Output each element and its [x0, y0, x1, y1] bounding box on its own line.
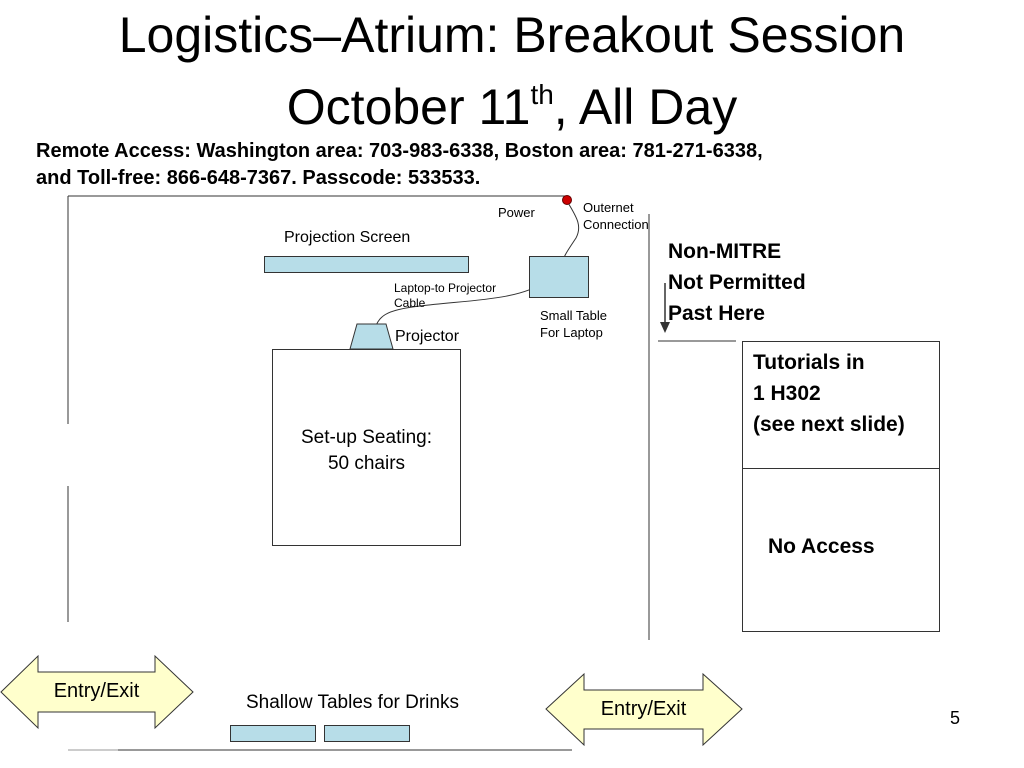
- projector-label: Projector: [395, 328, 460, 345]
- seating-label-line2: 50 chairs: [327, 453, 406, 474]
- tutorials-label: Tutorials in 1 H302 (see next slide): [753, 347, 905, 440]
- tutorials-line1: Tutorials in: [753, 351, 865, 374]
- page-number: 5: [950, 708, 961, 728]
- seating-area: [272, 349, 461, 546]
- cable-label: Laptop-to Projector Cable: [394, 281, 496, 311]
- outernet-label-line2: Connection: [583, 217, 649, 232]
- entry-exit-left-label: Entry/Exit: [53, 680, 140, 702]
- small-table-label-line2: For Laptop: [540, 325, 603, 340]
- tutorials-line3: (see next slide): [753, 413, 905, 436]
- slide-title-line2: October 11th, All Day: [0, 79, 1024, 135]
- small-table-label: Small Table For Laptop: [540, 307, 607, 341]
- outernet-label: Outernet Connection: [583, 199, 649, 233]
- remote-access-info: Remote Access: Washington area: 703-983-…: [36, 138, 996, 192]
- non-mitre-line1: Non-MITRE: [668, 240, 782, 263]
- small-table-label-line1: Small Table: [540, 308, 607, 323]
- laptop-projector-cable: [373, 281, 545, 333]
- title-date: October 11: [286, 79, 531, 135]
- remote-access-line1: Remote Access: Washington area: 703-983-…: [36, 140, 763, 162]
- tutorials-room: [742, 341, 940, 469]
- outernet-label-line1: Outernet: [583, 200, 634, 215]
- entry-exit-right-label: Entry/Exit: [600, 698, 687, 720]
- title-text-1: Logistics–Atrium: Breakout Session: [118, 7, 906, 63]
- non-mitre-line2: Not Permitted: [668, 271, 806, 294]
- seating-label: Set-up Seating: 50 chairs: [272, 425, 461, 477]
- no-access-room: [742, 468, 940, 632]
- cable-label-line2: Cable: [394, 296, 426, 310]
- cable-label-line1: Laptop-to Projector: [394, 281, 497, 295]
- boundary-arrow-head: [660, 322, 670, 333]
- entry-exit-right-arrow: [545, 672, 743, 747]
- drink-table-2: [324, 725, 410, 742]
- slide-title-line1: Logistics–Atrium: Breakout Session: [0, 10, 1024, 60]
- small-table: [529, 256, 589, 298]
- projection-screen: [264, 256, 469, 273]
- drink-table-1: [230, 725, 316, 742]
- non-mitre-line3: Past Here: [668, 302, 765, 325]
- no-access-label: No Access: [768, 535, 875, 558]
- title-date-suffix: th: [530, 79, 554, 110]
- remote-access-line2: and Toll-free: 866-648-7367. Passcode: 5…: [36, 167, 481, 189]
- shallow-tables-label: Shallow Tables for Drinks: [246, 692, 459, 713]
- non-mitre-notice: Non-MITRE Not Permitted Past Here: [668, 236, 806, 329]
- entry-exit-left-arrow: [0, 654, 194, 730]
- seating-label-line1: Set-up Seating:: [301, 427, 432, 448]
- power-label: Power: [498, 205, 535, 220]
- projector-shape: [349, 323, 394, 350]
- projection-screen-label: Projection Screen: [284, 229, 411, 246]
- power-outlet-icon: [562, 195, 572, 205]
- tutorials-line2: 1 H302: [753, 382, 821, 405]
- title-time: , All Day: [553, 79, 738, 135]
